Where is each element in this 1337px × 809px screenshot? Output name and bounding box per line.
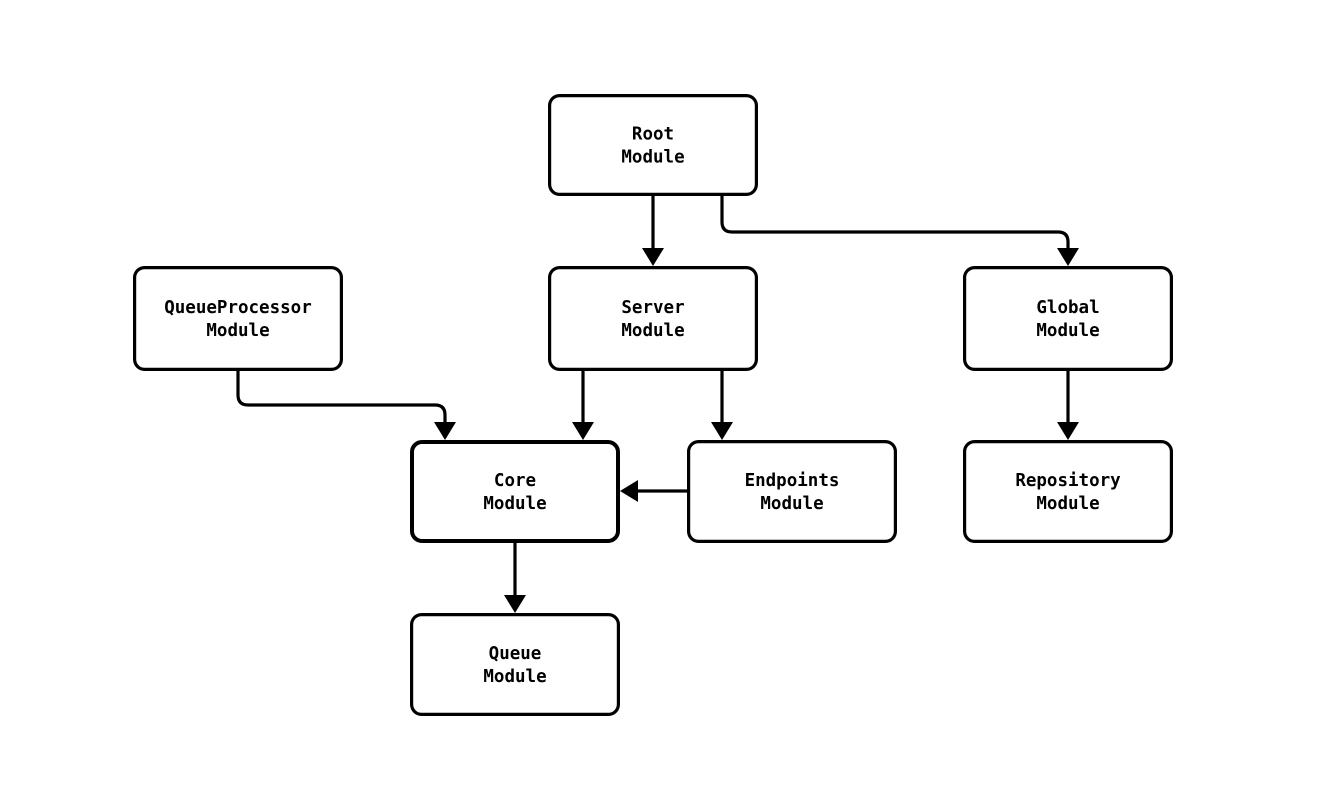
arrowhead-icon — [1057, 422, 1079, 440]
node-box[interactable] — [686, 440, 897, 544]
node-box[interactable] — [962, 440, 1173, 544]
edge-server-to-core — [572, 371, 594, 440]
node-label-name: QueueProcessor — [164, 298, 312, 318]
edge-core-to-queue — [504, 543, 526, 613]
node-box[interactable] — [547, 93, 758, 197]
arrowhead-icon — [434, 422, 456, 440]
node-box[interactable] — [133, 266, 344, 372]
nodes-layer: RootModuleQueueProcessorModuleServerModu… — [133, 93, 1173, 716]
edge-line — [720, 196, 1070, 254]
node-label-suffix: Module — [621, 321, 684, 341]
arrowhead-icon — [1057, 248, 1079, 266]
arrowhead-icon — [572, 422, 594, 440]
node-label-name: Endpoints — [745, 471, 840, 491]
node-label-name: Root — [632, 125, 674, 145]
edge-endpoints-to-core — [620, 480, 687, 502]
node-box[interactable] — [962, 266, 1173, 372]
edge-root-to-server — [642, 196, 664, 266]
node-label-suffix: Module — [483, 667, 546, 687]
node-label-suffix: Module — [621, 148, 684, 168]
node-box[interactable] — [410, 440, 620, 543]
arrowhead-icon — [620, 480, 638, 502]
edge-root-to-global — [720, 196, 1079, 266]
edge-queueprocessor-to-core — [236, 371, 456, 440]
arrowhead-icon — [504, 595, 526, 613]
edge-line — [236, 371, 447, 428]
node-label-suffix: Module — [1036, 321, 1099, 341]
node-label-suffix: Module — [760, 494, 823, 514]
node-label-suffix: Module — [206, 321, 269, 341]
node-box[interactable] — [547, 266, 758, 372]
edge-global-to-repository — [1057, 371, 1079, 440]
node-label-suffix: Module — [1036, 494, 1099, 514]
node-label-name: Repository — [1015, 471, 1121, 491]
edge-server-to-endpoints — [711, 371, 733, 440]
arrowhead-icon — [711, 422, 733, 440]
node-label-name: Server — [621, 298, 684, 318]
edges-layer — [236, 196, 1079, 613]
node-box[interactable] — [410, 612, 621, 716]
node-label-name: Global — [1036, 298, 1099, 318]
node-label-name: Core — [494, 471, 536, 491]
arrowhead-icon — [642, 248, 664, 266]
node-label-name: Queue — [489, 644, 542, 664]
node-label-suffix: Module — [483, 494, 546, 514]
